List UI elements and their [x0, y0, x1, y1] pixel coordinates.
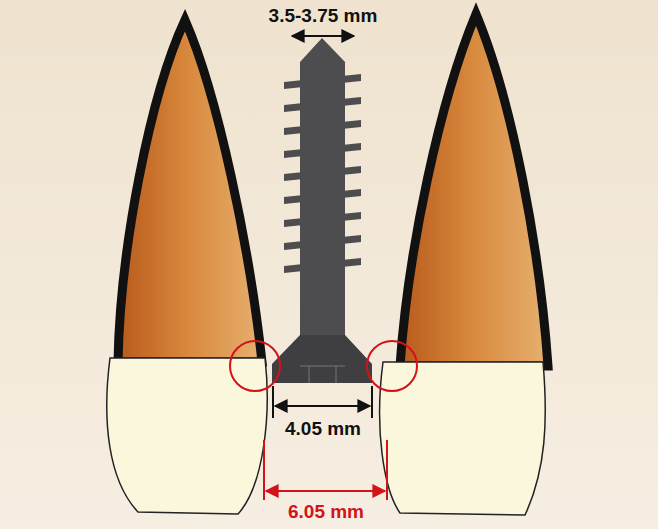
dimension-label: 4.05 mm — [285, 419, 361, 440]
collar-line — [300, 366, 345, 367]
collar-line — [336, 366, 337, 383]
screw-thread — [284, 74, 361, 89]
highlight-circle — [230, 341, 280, 391]
tooth-crown — [107, 358, 267, 514]
screw-thread — [284, 166, 361, 181]
collar-line — [309, 366, 310, 383]
extension-line — [272, 386, 274, 418]
screw-thread — [284, 97, 361, 112]
implant-collar — [272, 335, 372, 383]
highlight-circle — [367, 341, 417, 391]
tooth-root — [400, 14, 548, 366]
dimension-label: 3.5-3.75 mm — [269, 6, 378, 27]
screw-thread — [284, 258, 361, 273]
implant — [272, 38, 372, 383]
screw-thread — [284, 212, 361, 227]
extension-line — [371, 386, 373, 418]
extension-line — [386, 440, 388, 500]
tooth-root — [118, 20, 262, 362]
tooth-crown — [380, 362, 546, 515]
dimension-arrow — [266, 490, 385, 492]
screw-thread — [284, 143, 361, 158]
screw-thread — [284, 235, 361, 250]
dimension-arrow — [275, 405, 370, 407]
dimension-label: 6.05 mm — [288, 502, 364, 523]
extension-line — [263, 440, 265, 500]
screw-thread — [284, 120, 361, 135]
screw-thread — [284, 189, 361, 204]
dimension-arrow — [292, 35, 354, 37]
